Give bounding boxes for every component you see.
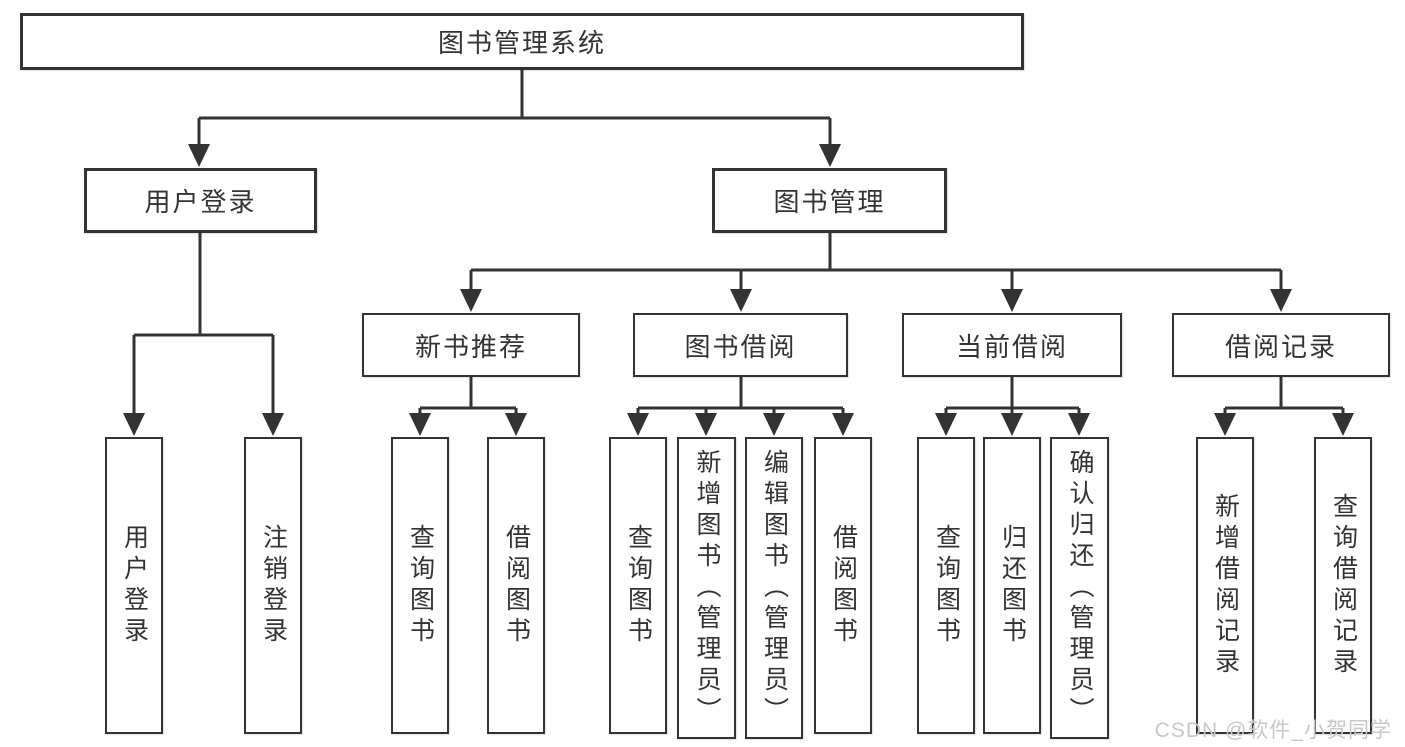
arrow-icon [1068, 413, 1090, 436]
arrow-icon [1332, 413, 1354, 436]
leaf-query-books-current: 查询图书 [917, 437, 975, 734]
arrow-icon [627, 413, 649, 436]
arrow-icon [1001, 413, 1023, 436]
arrow-icon [763, 413, 785, 436]
arrow-icon [1214, 413, 1236, 436]
arrow-icon [505, 413, 527, 436]
arrow-icon [935, 413, 957, 436]
arrow-icon [1001, 289, 1023, 312]
arrow-icon [1270, 289, 1292, 312]
node-user-login: 用户登录 [84, 168, 317, 233]
arrow-icon [409, 413, 431, 436]
leaf-return-books: 归还图书 [983, 437, 1041, 734]
node-book-management: 图书管理 [712, 168, 947, 233]
node-book-borrowing: 图书借阅 [633, 313, 848, 377]
leaf-add-borrow-record: 新增借阅记录 [1196, 437, 1254, 734]
leaf-query-books-recommend: 查询图书 [391, 437, 449, 734]
leaf-confirm-return-admin: 确认归还（管理员） [1050, 437, 1109, 739]
leaf-borrow-books-borrowing: 借阅图书 [814, 437, 872, 734]
arrow-icon [832, 413, 854, 436]
arrow-icon [730, 289, 752, 312]
arrow-icon [819, 144, 841, 167]
watermark: CSDN @软件_小贺同学 [1154, 719, 1392, 742]
arrow-icon [188, 144, 210, 167]
leaf-edit-books-admin: 编辑图书（管理员） [745, 437, 803, 739]
arrow-icon [695, 413, 717, 436]
node-library-management-system: 图书管理系统 [20, 13, 1024, 70]
arrow-icon [123, 413, 145, 436]
arrow-icon [262, 413, 284, 436]
leaf-query-borrow-record: 查询借阅记录 [1314, 437, 1372, 734]
leaf-logout: 注销登录 [244, 437, 302, 734]
leaf-query-books-borrowing: 查询图书 [609, 437, 667, 734]
leaf-borrow-books-recommend: 借阅图书 [487, 437, 545, 734]
arrow-icon [460, 289, 482, 312]
node-new-book-recommendation: 新书推荐 [362, 313, 580, 377]
leaf-add-books-admin: 新增图书（管理员） [677, 437, 736, 739]
node-borrowing-records: 借阅记录 [1172, 313, 1390, 377]
leaf-user-login: 用户登录 [105, 437, 163, 734]
node-current-borrowing: 当前借阅 [902, 313, 1122, 377]
